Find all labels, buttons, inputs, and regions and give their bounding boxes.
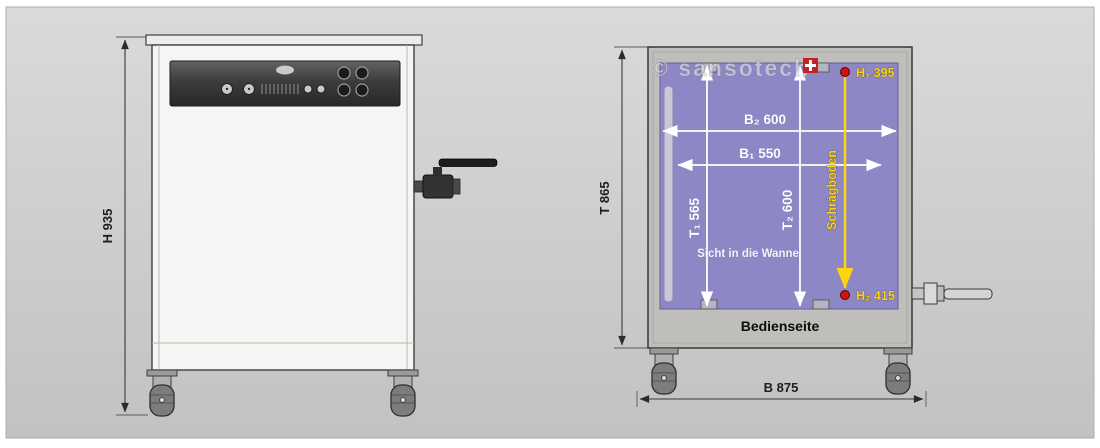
dim-label-overall-depth: T 865 bbox=[597, 181, 612, 214]
control-panel bbox=[169, 60, 401, 107]
machine-top-body: B₂ 600 B₁ 550 T₁ 565 T₂ 600 Schrägboden … bbox=[647, 46, 993, 395]
dim-label-depth-h2: H₂ 415 bbox=[856, 289, 895, 303]
operator-side-label: Bedienseite bbox=[741, 318, 820, 334]
tank-opening bbox=[659, 62, 899, 310]
dim-label-overall-height: H 935 bbox=[100, 209, 115, 244]
caster-top-right bbox=[883, 347, 913, 395]
caster-top-left bbox=[649, 347, 679, 395]
t1-dimension: T₁ 565 bbox=[687, 65, 714, 307]
drain-valve-front bbox=[413, 158, 498, 199]
panel-button bbox=[355, 66, 369, 80]
caster-front-right bbox=[387, 369, 419, 417]
measure-point-h1 bbox=[840, 67, 850, 77]
watermark-text: © sansotech bbox=[651, 55, 810, 81]
dim-label-tank-depth-t1: T₁ 565 bbox=[687, 197, 702, 238]
measure-point-h2 bbox=[840, 290, 850, 300]
slope-indicator: Schrägboden H₁ 395 H₂ 415 bbox=[825, 66, 896, 304]
dim-label-depth-h1: H₁ 395 bbox=[856, 66, 895, 80]
watermark: © sansotech bbox=[651, 55, 818, 81]
scale-marks bbox=[261, 84, 299, 94]
brand-emblem bbox=[276, 65, 294, 75]
panel-button bbox=[337, 83, 351, 97]
dim-label-tank-width-b2: B₂ 600 bbox=[744, 112, 786, 127]
dim-label-tank-depth-t2: T₂ 600 bbox=[780, 190, 795, 231]
panel-button bbox=[355, 83, 369, 97]
overflow-channel bbox=[663, 85, 674, 303]
top-body-rim bbox=[652, 51, 908, 344]
front-view: H 935 bbox=[100, 34, 498, 417]
dim-label-overall-width: B 875 bbox=[764, 380, 799, 395]
indicator bbox=[303, 84, 313, 94]
top-view: T 865 B₂ 600 B₁ 550 bbox=[597, 46, 993, 407]
clamp-tab bbox=[812, 299, 830, 310]
dim-label-tank-width-b1: B₁ 550 bbox=[739, 146, 781, 161]
t2-dimension: T₂ 600 bbox=[780, 65, 807, 307]
slope-label: Schrägboden bbox=[825, 150, 839, 230]
valve-lever bbox=[943, 288, 993, 300]
valve-lever bbox=[438, 158, 498, 167]
drain-valve-top bbox=[911, 282, 993, 305]
front-dimension-height: H 935 bbox=[100, 36, 148, 416]
panel-button bbox=[337, 66, 351, 80]
machine-cabinet bbox=[145, 34, 498, 417]
cabinet-top-cap bbox=[145, 34, 423, 46]
clamp-tab bbox=[700, 299, 718, 310]
indicator bbox=[316, 84, 326, 94]
top-dimension-width: B 875 bbox=[636, 380, 927, 407]
top-dimension-depth: T 865 bbox=[597, 46, 650, 349]
tank-view-caption: Sicht in die Wanne bbox=[697, 248, 799, 260]
caster-front-left bbox=[146, 369, 178, 417]
